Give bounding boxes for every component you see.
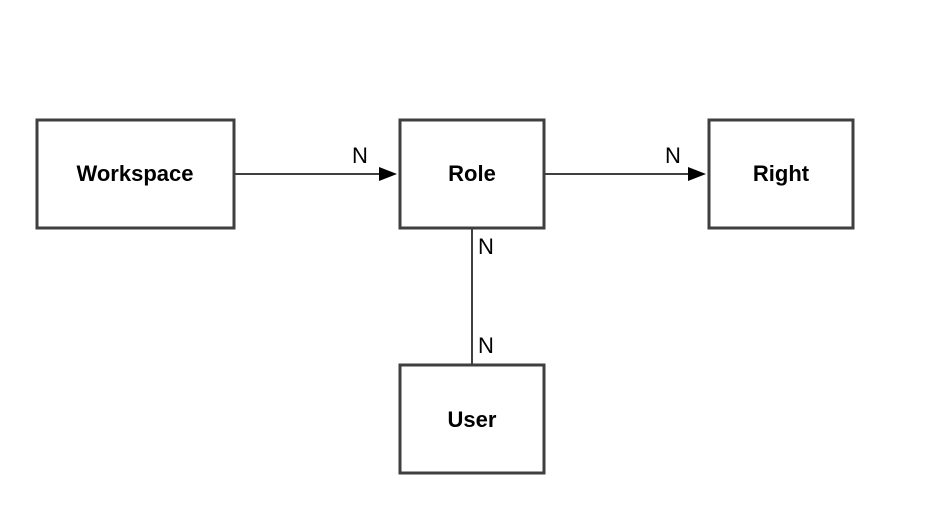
entity-workspace[interactable]: Workspace [35, 118, 236, 230]
entity-user[interactable]: User [398, 363, 546, 475]
cardinality-role-right: N [665, 143, 681, 168]
entity-role-label: Role [448, 161, 496, 186]
entity-workspace-label: Workspace [77, 161, 194, 186]
entity-user-label: User [448, 407, 497, 432]
cardinality-workspace-role: N [352, 143, 368, 168]
arrowhead-role-right [688, 167, 706, 181]
entity-role[interactable]: Role [398, 118, 546, 230]
cardinality-role-user-bottom: N [478, 333, 494, 358]
arrowhead-workspace-role [379, 167, 397, 181]
cardinality-role-user-top: N [478, 234, 494, 259]
entity-right[interactable]: Right [707, 118, 855, 230]
entity-right-label: Right [753, 161, 810, 186]
